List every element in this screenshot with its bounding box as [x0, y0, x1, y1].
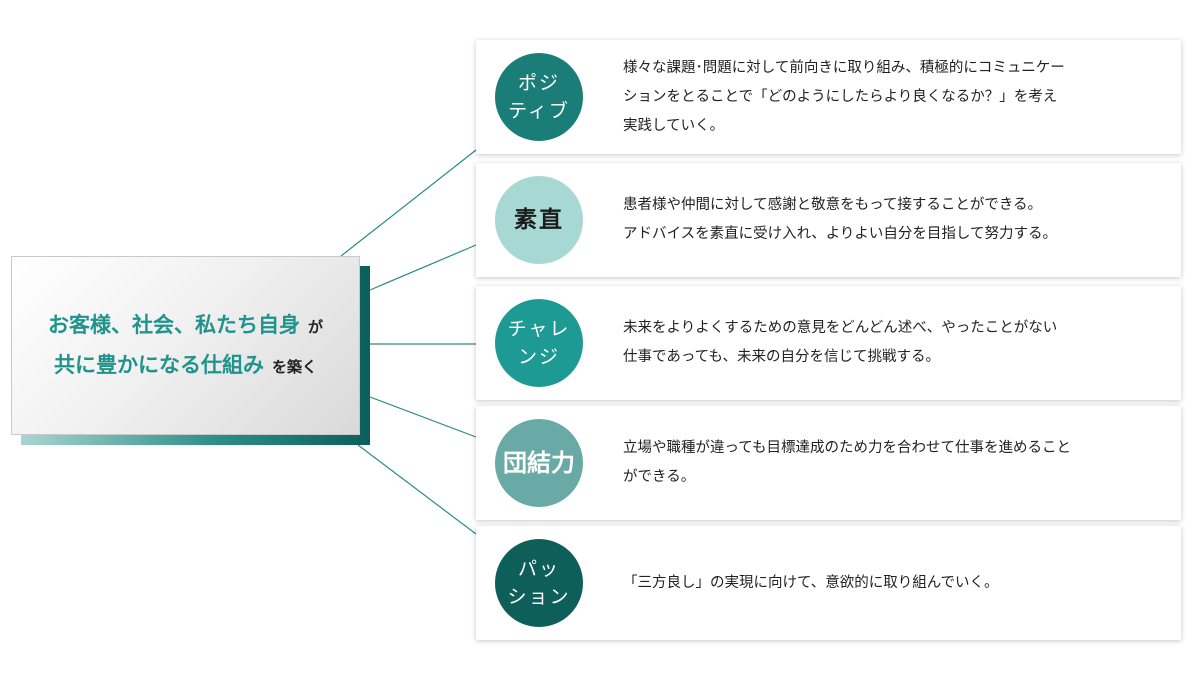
value-card-positive: ポジ ティブ 様々な課題･問題に対して前向きに取り組み、積極的にコミュニケー シ…: [476, 40, 1181, 154]
value-label: 団結力: [503, 448, 575, 477]
value-description: 未来をよりよくするための意見をどんどん述べ、やったことがない 仕事であっても、未…: [623, 320, 1058, 365]
hub-line-1-tail: が: [307, 317, 323, 336]
hub-line-1-main: お客様、社会、私たち自身: [47, 311, 300, 337]
value-label: ポジ ティブ: [508, 72, 570, 122]
value-description: 「三方良し」の実現に向けて、意欲的に取り組んでいく。: [623, 574, 999, 591]
value-card-passion: パッ ション 「三方良し」の実現に向けて、意欲的に取り組んでいく。: [476, 526, 1181, 640]
connector-line-positive: [340, 149, 477, 257]
value-label: 素直: [514, 206, 564, 233]
connector-line-passion: [357, 444, 477, 535]
hub-box: お客様、社会、私たち自身が 共に豊かになる仕組みを築く: [11, 256, 360, 435]
value-description: 立場や職種が違っても目標達成のため力を合わせて仕事を進めること ができる。: [623, 440, 1072, 485]
value-badge-positive: ポジ ティブ: [495, 53, 583, 141]
hub-line-2-tail: を築く: [271, 357, 317, 376]
value-label: パッ ション: [507, 558, 571, 608]
value-card-unity: 団結力 立場や職種が違っても目標達成のため力を合わせて仕事を進めること ができる…: [476, 406, 1181, 520]
hub-line-2: 共に豊かになる仕組みを築く: [54, 346, 317, 386]
value-description: 患者様や仲間に対して感謝と敬意をもって接することができる。 アドバイスを素直に受…: [623, 197, 1057, 242]
value-badge-unity: 団結力: [495, 419, 583, 507]
value-badge-passion: パッ ション: [495, 539, 583, 627]
hub-line-2-main: 共に豊かになる仕組み: [53, 351, 264, 377]
value-card-challenge: チャレ ンジ 未来をよりよくするための意見をどんどん述べ、やったことがない 仕事…: [476, 286, 1181, 400]
value-label: チャレ ンジ: [507, 318, 571, 368]
value-badge-sunao: 素直: [495, 176, 583, 264]
value-description: 様々な課題･問題に対して前向きに取り組み、積極的にコミュニケー ションをとること…: [623, 59, 1065, 134]
value-badge-challenge: チャレ ンジ: [495, 299, 583, 387]
hub-line-1: お客様、社会、私たち自身が: [48, 306, 323, 346]
connector-line-sunao: [369, 244, 477, 291]
connector-line-unity: [369, 396, 477, 438]
value-card-sunao: 素直 患者様や仲間に対して感謝と敬意をもって接することができる。 アドバイスを素…: [476, 163, 1181, 277]
